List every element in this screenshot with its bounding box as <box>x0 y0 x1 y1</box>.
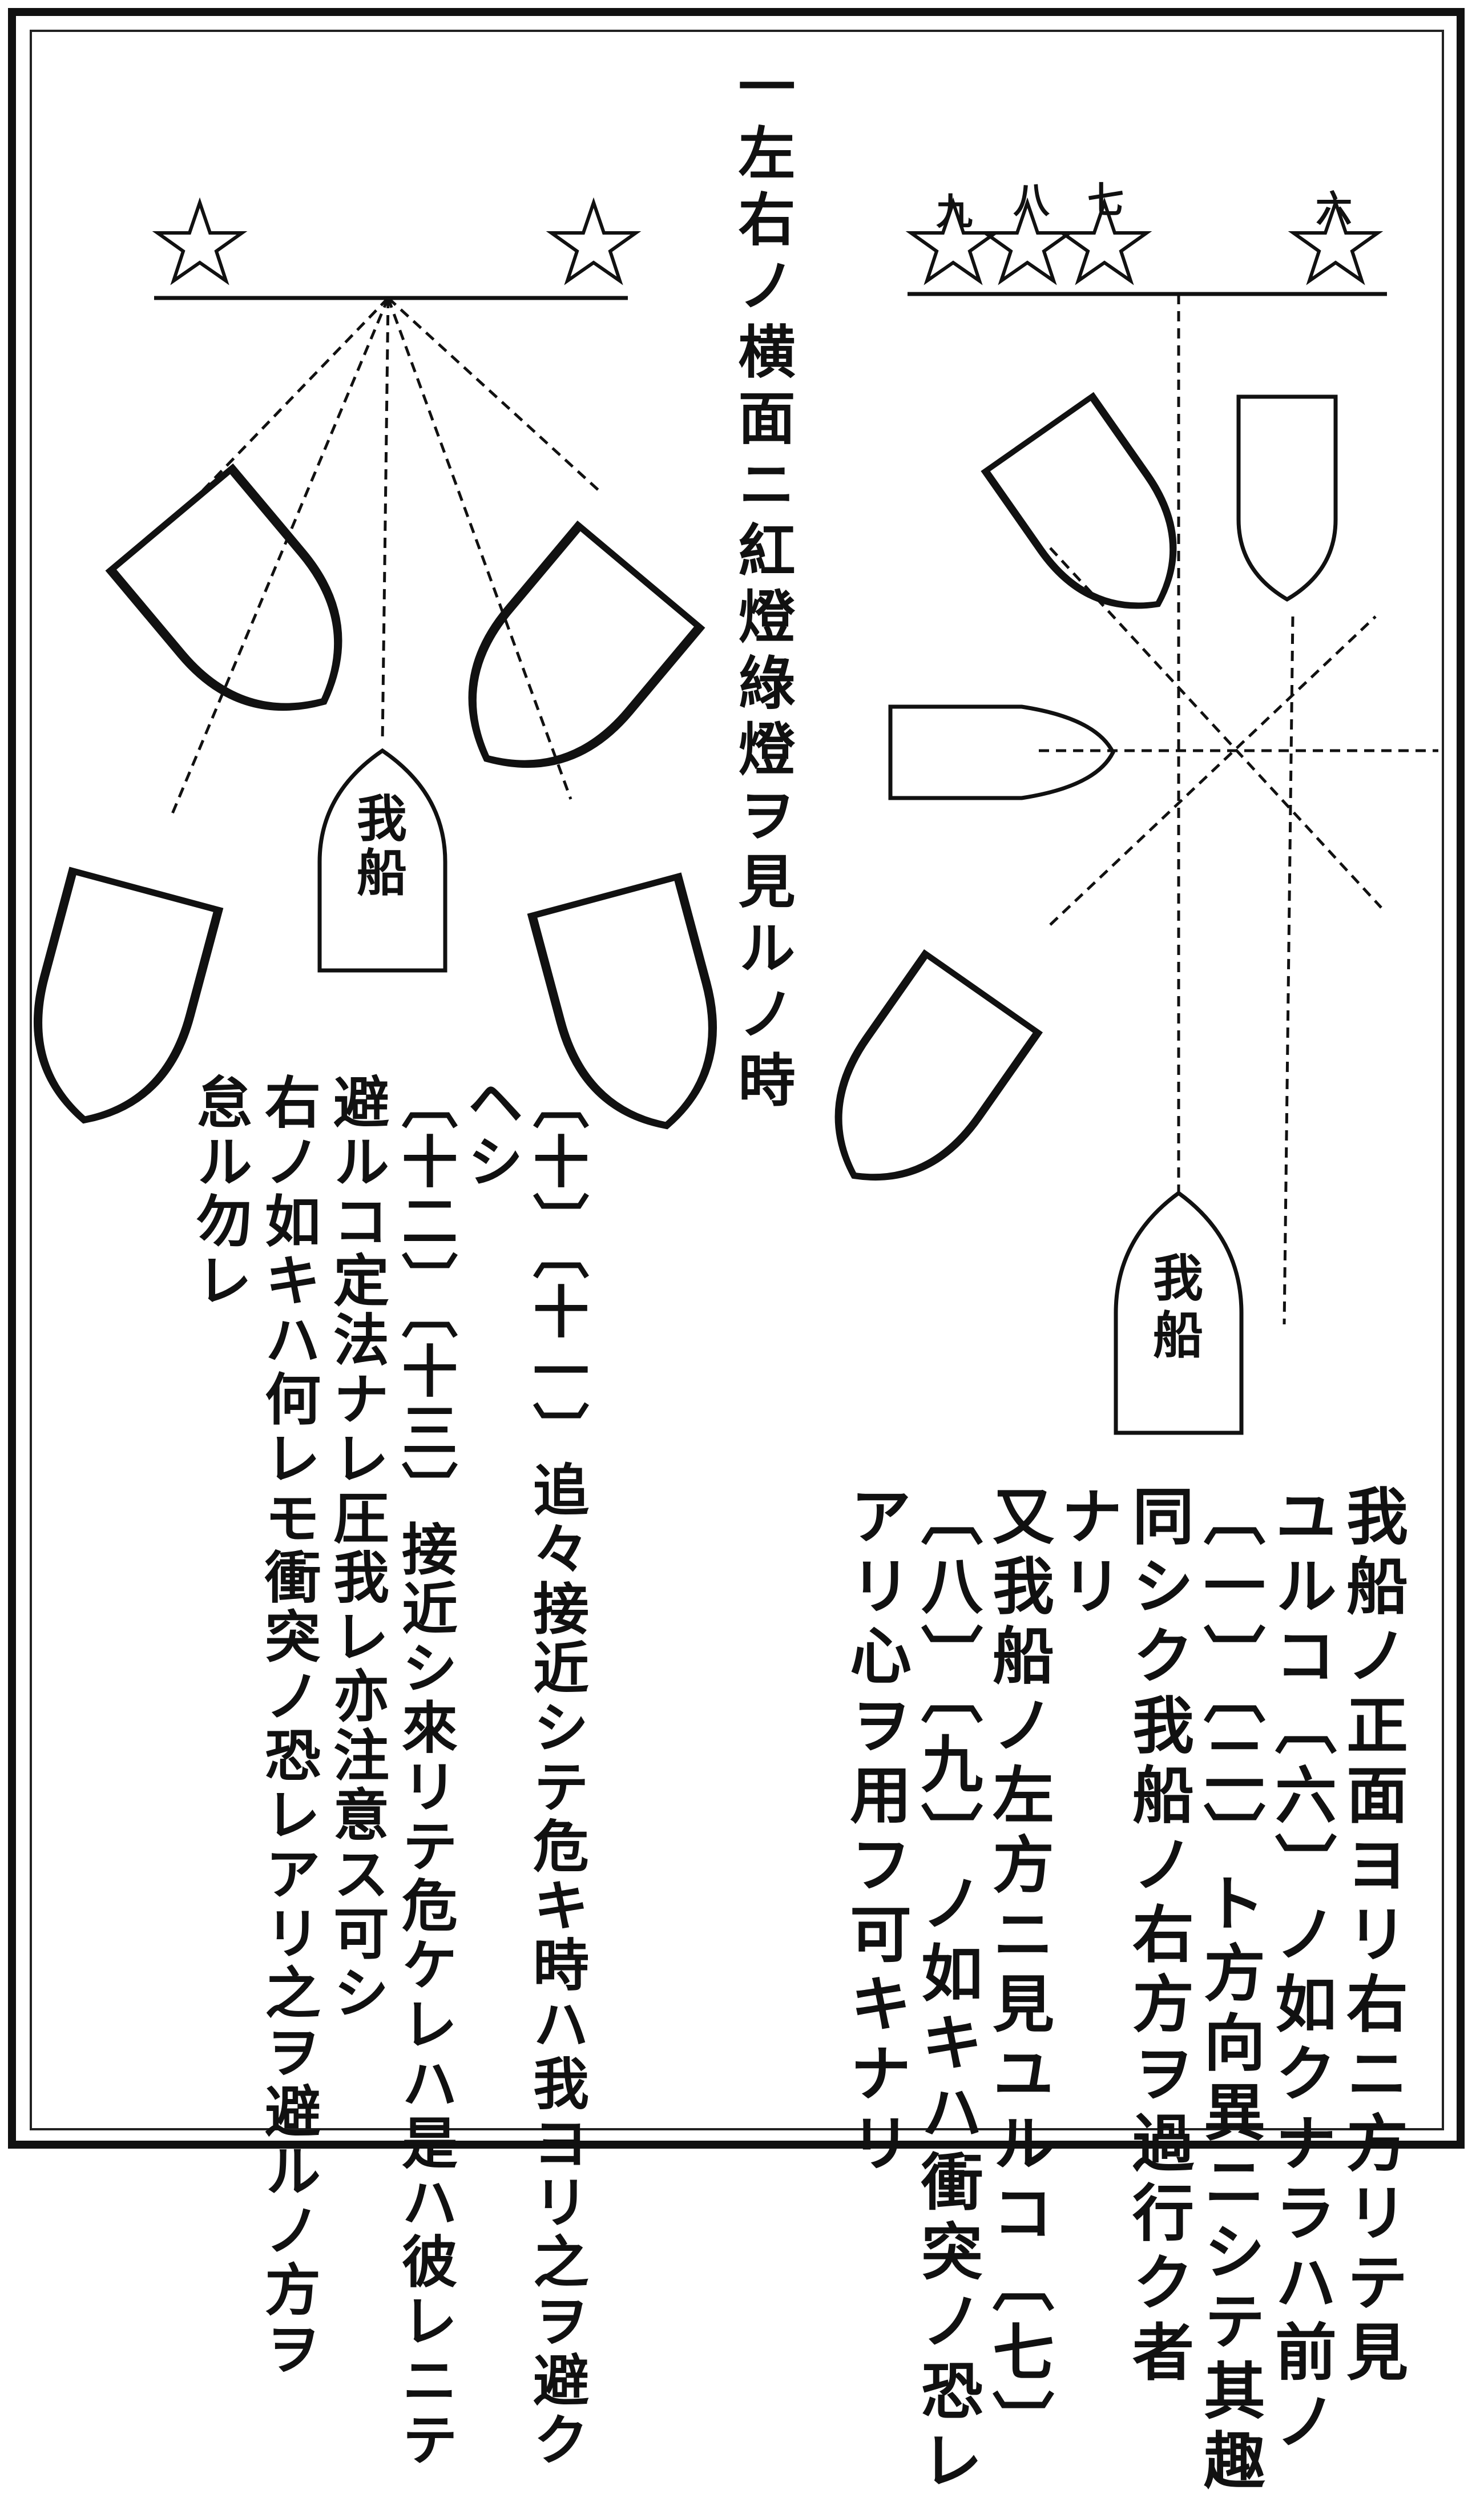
sight-line <box>1283 616 1295 1325</box>
star-icon <box>1288 197 1384 285</box>
ship-r-mid-left <box>888 704 1115 800</box>
left-text-col-1: 〔十〕〔十一〕追々接近シテ危キ時ハ我ヨリ之ヲ避ク <box>523 1073 589 2470</box>
sight-line <box>1049 615 1377 926</box>
sight-line <box>381 297 390 743</box>
right-text-col-6: 又我船ノ左方ニ見ユルコ〔七〕 <box>982 1484 1054 2459</box>
sight-line <box>387 297 600 492</box>
page: 我 船 我 船 九 八 七 六 一左右ノ横面ニ紅燈綠燈ヲ見ルノ時 我船ノ正面ヨリ… <box>8 8 1465 2498</box>
ship-r-lower-left <box>834 949 1043 1181</box>
own-ship-label-left-2: 船 <box>357 843 407 902</box>
ship-left-upper <box>105 463 342 711</box>
star-icon <box>979 197 1075 285</box>
ship-r-upper-left <box>981 392 1177 609</box>
own-ship-left <box>317 748 447 973</box>
left-text-col-5: 右ノ如キハ何レモ衝突ノ恐レアリ之ヲ避ルノ方ヲ <box>255 1073 321 2379</box>
ship-r-top <box>1236 394 1338 602</box>
right-text-col-4: 同シク我船ノ右方ヲ過行ク者 <box>1122 1484 1194 2390</box>
right-text-col-2: ユルコ〔六〕ノ如クナラハ前ノ <box>1265 1484 1337 2459</box>
sight-line <box>386 297 572 800</box>
right-text-col-8: アリ心ヲ用フ可キナリ <box>840 1484 912 2181</box>
right-text-col-1: 我船ノ正面ヨリ右ニ方リテ見 <box>1336 1484 1408 2390</box>
navigation-light-diagram: 我 船 我 船 <box>33 197 1438 1435</box>
ship-right-lower <box>527 872 717 1130</box>
sight-line <box>170 297 390 817</box>
star-label-9: 九 <box>936 191 973 233</box>
own-ship-label-left-1: 我 <box>357 789 407 848</box>
right-text-col-3: 〔一〕〔二〕ト方向異ニシテ其趣 <box>1193 1484 1265 2498</box>
outer-border <box>8 8 1465 2149</box>
left-text-col-6: 怠ル勿レ <box>187 1073 252 1311</box>
star-label-8: 八 <box>1013 179 1050 222</box>
left-text-col-3: 〔十二〕〔十三〕接近シ來リテ危ケレハ是ハ彼レニテ <box>392 1073 458 2470</box>
own-ship-right <box>1114 1190 1244 1435</box>
own-ship-label-right-1: 我 <box>1153 1248 1203 1308</box>
star-label-7: 七 <box>1087 179 1124 222</box>
sight-line <box>196 297 389 498</box>
star-label-6: 六 <box>1316 188 1352 231</box>
sight-line <box>1049 547 1382 909</box>
inner-border <box>30 30 1444 2130</box>
right-text-col-7: 〔八〕〔九〕ノ如キハ衝突ノ恐レ <box>911 1484 983 2498</box>
left-text-col-4: 避ルコ定法ナレ圧我レ亦注意ス可シ <box>324 1073 389 2023</box>
own-ship-label-right-2: 船 <box>1153 1306 1203 1365</box>
right-text-col-5: ナリ <box>1051 1484 1123 1623</box>
star-icon <box>1056 197 1152 285</box>
ship-right-upper <box>468 520 705 768</box>
heading: 一左右ノ横面ニ紅燈綠燈ヲ見ルノ時 <box>728 57 796 1117</box>
star-icon <box>152 197 248 285</box>
ship-left-lower <box>33 867 224 1124</box>
star-icon <box>546 197 642 285</box>
left-text-col-2: ヘシ <box>458 1073 523 1192</box>
